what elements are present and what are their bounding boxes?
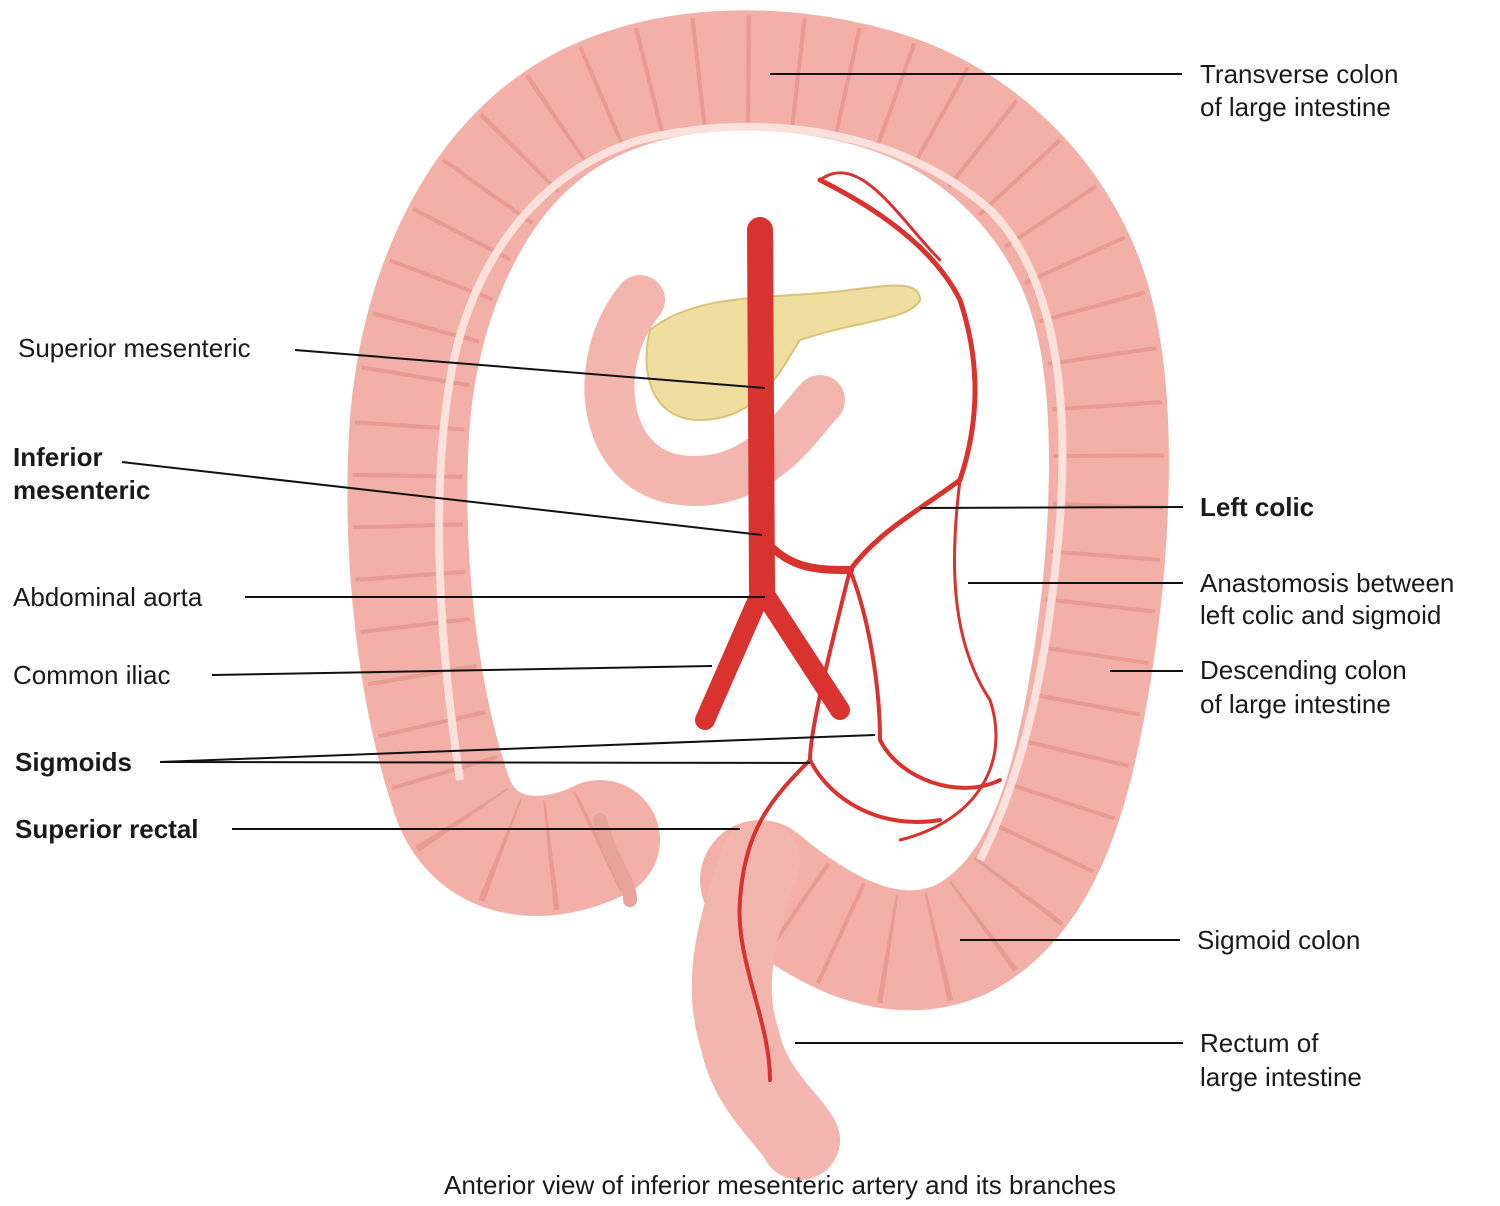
label-common-iliac: Common iliac xyxy=(13,660,171,690)
abdominal-aorta xyxy=(747,217,775,603)
marginal-artery xyxy=(818,171,998,842)
leader-inferior-mesenteric xyxy=(121,461,763,536)
label-superior-mesenteric: Superior mesenteric xyxy=(18,333,251,363)
rectum xyxy=(691,820,840,1180)
leader-superior-mesenteric xyxy=(294,349,766,389)
label-sigmoid-colon: Sigmoid colon xyxy=(1197,925,1361,955)
leader-lines xyxy=(121,73,1184,1044)
label-superior-rectal: Superior rectal xyxy=(15,814,199,844)
label-transverse-colon-line2: of large intestine xyxy=(1200,92,1391,122)
label-inferior-mesenteric-line1: Inferior xyxy=(13,442,103,472)
common-iliac-right xyxy=(752,580,850,720)
label-sigmoids: Sigmoids xyxy=(15,747,133,777)
label-rectum-line2: large intestine xyxy=(1200,1062,1362,1092)
pancreas xyxy=(645,284,922,422)
label-descending-colon-line2: of large intestine xyxy=(1200,689,1391,719)
leader-left-colic xyxy=(919,506,1184,509)
duodenum xyxy=(584,275,845,506)
inferior-mesenteric-artery xyxy=(761,536,854,574)
label-inferior-mesenteric-line2: mesenteric xyxy=(13,475,151,505)
label-anastomosis-line2: left colic and sigmoid xyxy=(1200,600,1442,630)
leader-common-iliac xyxy=(211,665,713,676)
figure-caption: Anterior view of inferior mesenteric art… xyxy=(444,1170,1116,1200)
label-rectum-line1: Rectum of xyxy=(1200,1028,1319,1058)
large-intestine xyxy=(347,10,1169,1180)
label-abdominal-aorta: Abdominal aorta xyxy=(13,582,203,612)
arteries xyxy=(695,171,1002,1082)
common-iliac-left xyxy=(695,580,772,730)
colon-body xyxy=(347,10,1169,1011)
superior-rectal-artery xyxy=(737,758,812,1082)
label-anastomosis-line1: Anastomosis between xyxy=(1200,568,1455,598)
appendix xyxy=(593,813,637,907)
left-colic-artery xyxy=(817,177,978,573)
colon-taenia xyxy=(435,122,1067,862)
label-left-colic: Left colic xyxy=(1200,492,1315,522)
label-transverse-colon-line1: Transverse colon xyxy=(1200,59,1399,89)
leader-sigmoids-2 xyxy=(159,761,811,764)
leader-sigmoids-1 xyxy=(159,734,876,763)
label-descending-colon-line1: Descending colon xyxy=(1200,655,1407,685)
